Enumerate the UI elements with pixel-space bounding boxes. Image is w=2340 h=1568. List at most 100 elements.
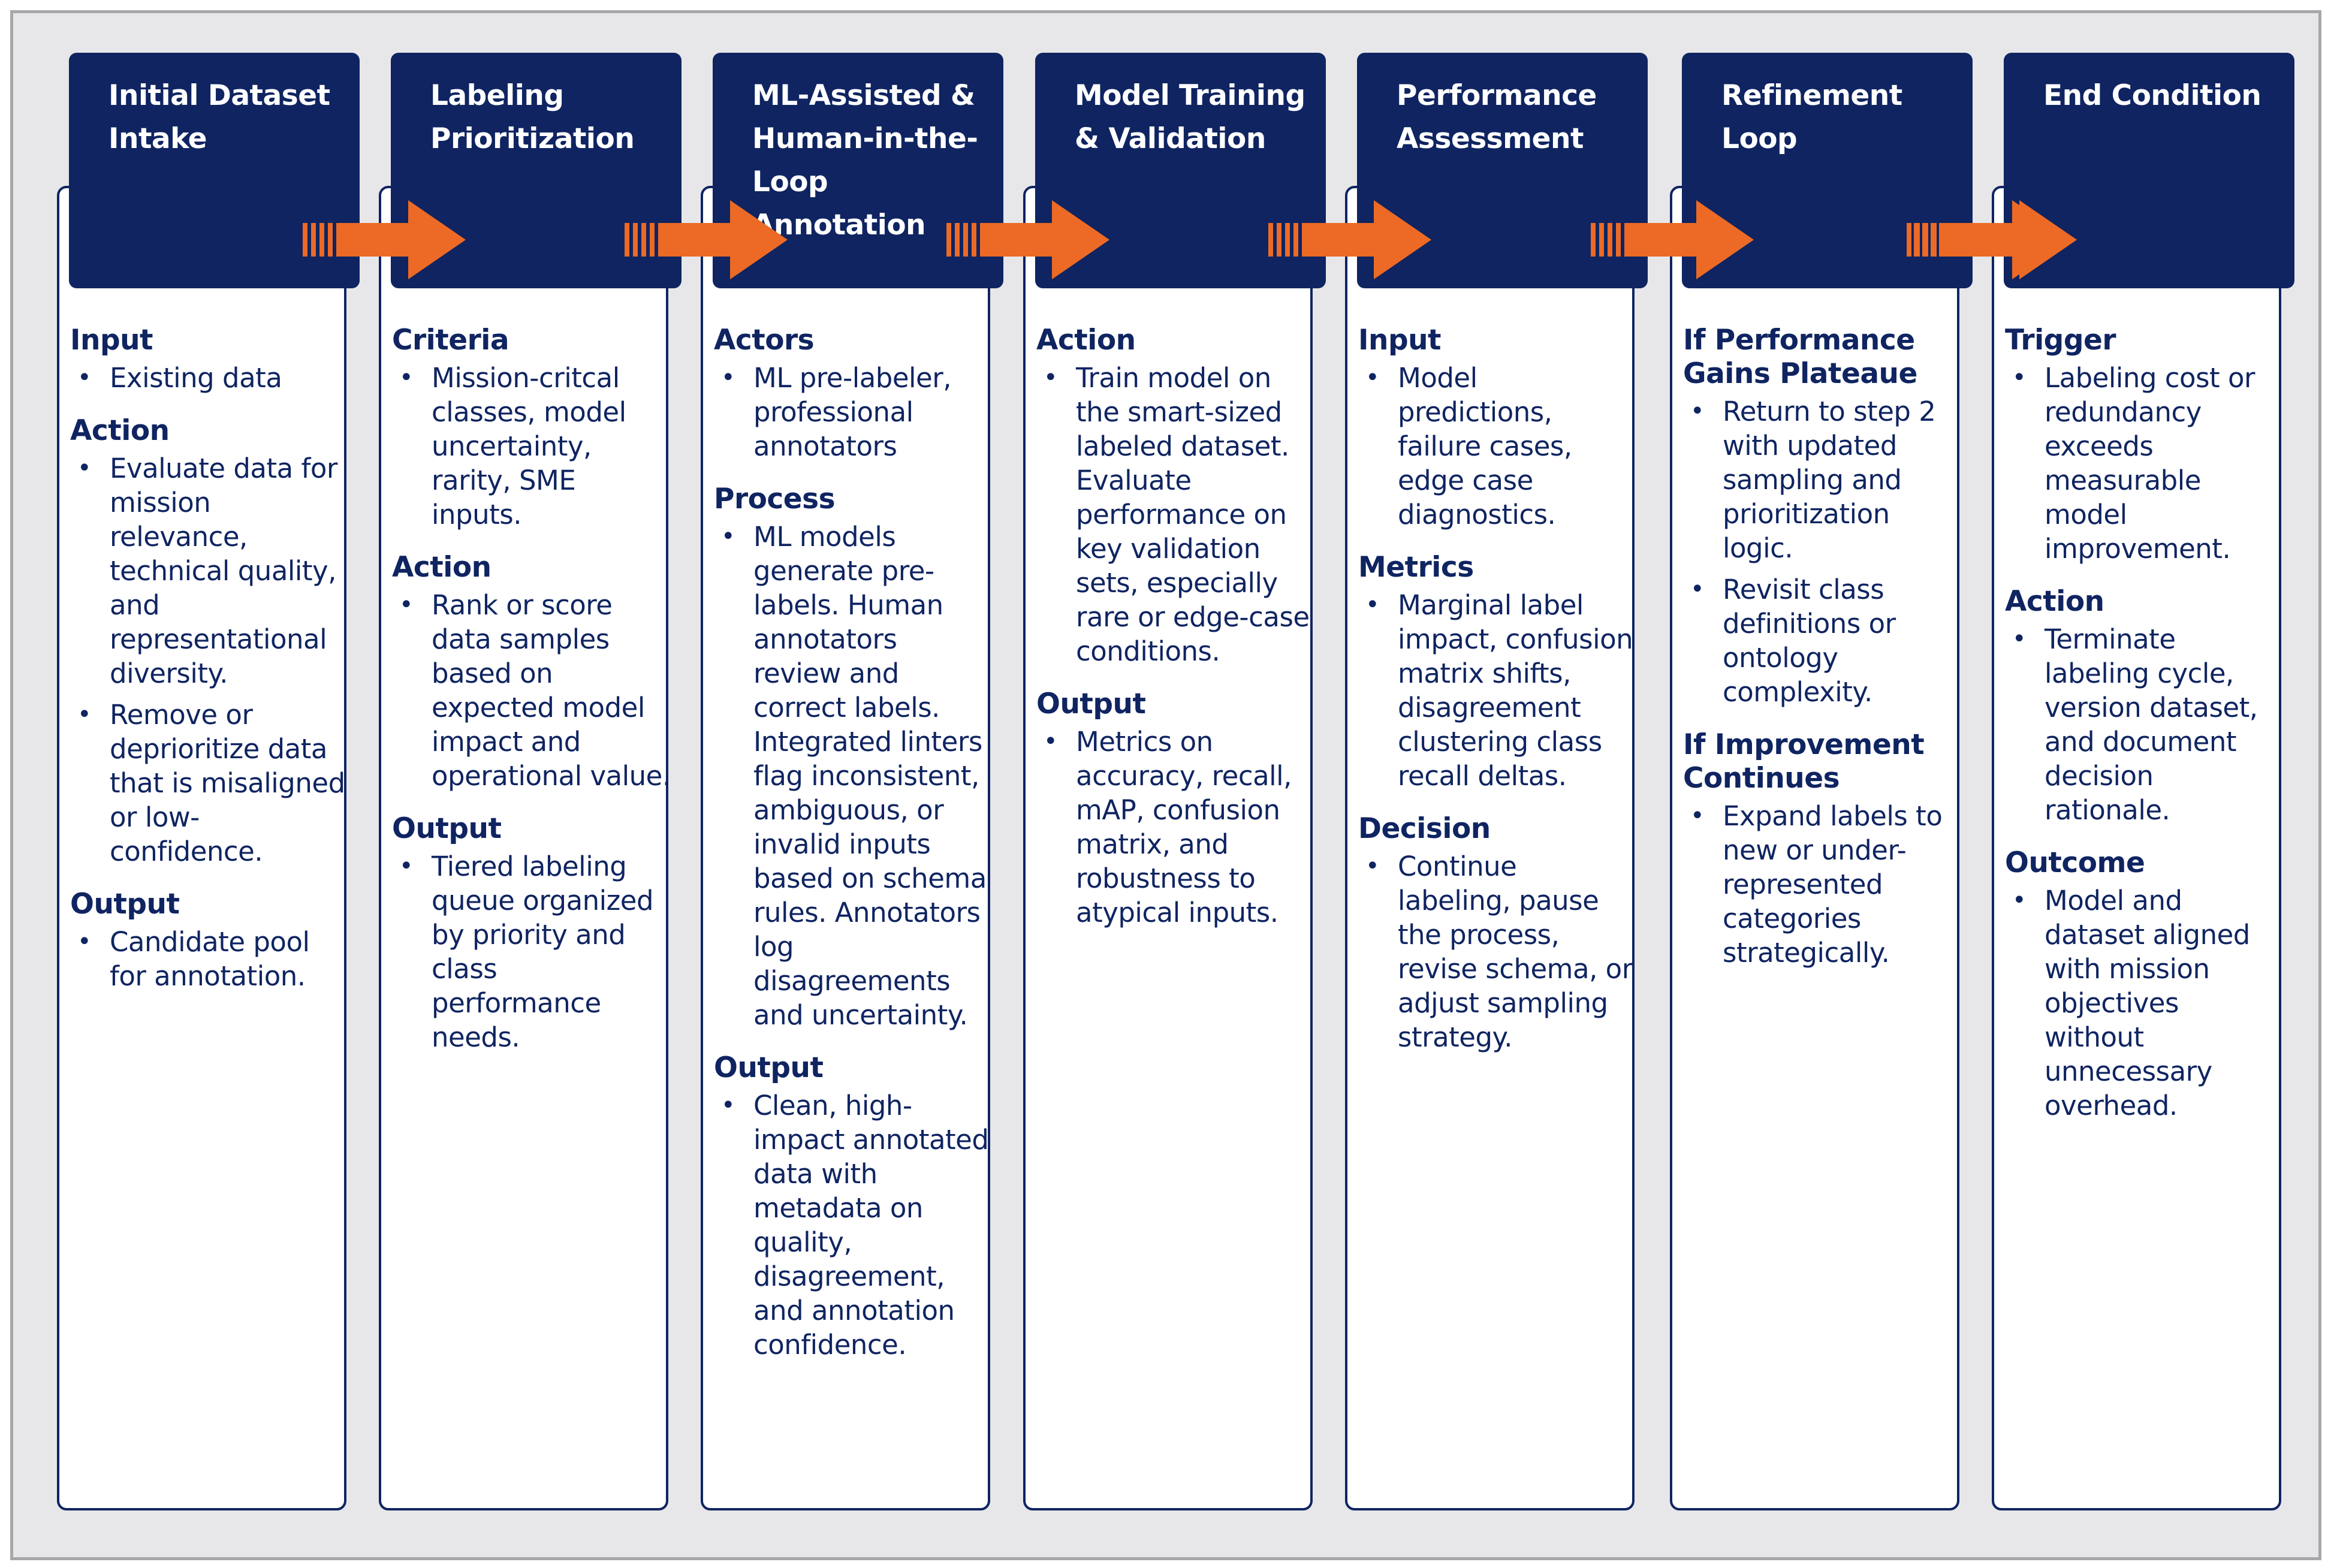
list-item-text: Expand labels to new or under-represente… — [1723, 800, 1943, 969]
list-item-text: Candidate pool for annotation. — [110, 926, 310, 992]
step-section: Actors•ML pre-labeler, professional anno… — [714, 324, 993, 463]
bullet-icon: • — [1365, 852, 1380, 880]
list-item: •Continue labeling, pause the process, r… — [1358, 849, 1637, 1054]
step-body: If Performance Gains Plateaue•Return to … — [1683, 324, 1962, 989]
section-heading: If Improvement Continues — [1683, 728, 1925, 795]
bullet-icon: • — [399, 852, 414, 880]
step-title: ML-Assisted & Human-in-the-Loop Annotati… — [752, 79, 978, 242]
section-heading: Input — [1358, 324, 1442, 357]
step-body: Trigger•Labeling cost or redundancy exce… — [2005, 324, 2284, 1142]
list-item: •Model predictions, failure cases, edge … — [1358, 361, 1637, 532]
bullet-icon: • — [1690, 397, 1705, 425]
bullet-list: •ML models generate pre-labels. Human an… — [714, 520, 993, 1032]
step-card — [379, 186, 668, 1510]
bullet-icon: • — [1690, 575, 1705, 603]
step-card — [57, 186, 346, 1510]
step-section: Action•Train model on the smart-sized la… — [1036, 324, 1315, 668]
flow-arrow-icon — [1268, 200, 1431, 279]
list-item: • Rank or score data samples based on exp… — [392, 588, 671, 793]
bullet-icon: • — [2012, 625, 2027, 653]
bullet-icon: • — [77, 701, 92, 728]
section-heading: If Performance Gains Plateaue — [1683, 324, 1917, 390]
list-item: •Metrics on accuracy, recall, mAP, confu… — [1036, 725, 1315, 930]
step-section: If Performance Gains Plateaue•Return to … — [1683, 324, 1962, 709]
section-heading: Decision — [1358, 812, 1491, 845]
step-title: End Condition — [2043, 79, 2261, 112]
list-item: •ML pre-labeler, professional annotators — [714, 361, 993, 463]
list-item-text: Train model on the smart-sized labeled d… — [1076, 362, 1310, 667]
section-heading: Outcome — [2005, 846, 2145, 879]
step-section: Output • Clean, high-impact annotated data… — [714, 1051, 993, 1362]
step-title: Performance Assessment — [1397, 79, 1597, 155]
list-item: •Terminate labeling cycle, version datas… — [2005, 622, 2284, 827]
bullet-icon: • — [399, 364, 414, 391]
step-section: Decision •Continue labeling, pause the pr… — [1358, 812, 1637, 1054]
bullet-list: •Labeling cost or redundancy exceeds mea… — [2005, 361, 2284, 566]
step-card — [1023, 186, 1313, 1510]
step-section: Process•ML models generate pre-labels. H… — [714, 483, 993, 1032]
list-item-text: Tiered labeling queue organized by prior… — [432, 851, 654, 1053]
bullet-icon: • — [77, 364, 92, 391]
bullet-list: • Existing data — [70, 361, 349, 395]
bullet-icon: • — [77, 928, 92, 955]
bullet-list: •ML pre-labeler, professional annotators — [714, 361, 993, 463]
step-body: Criteria•Mission-critcal classes, model … — [392, 324, 671, 1074]
step-section: Output • Tiered labeling queue organized b… — [392, 812, 671, 1054]
section-heading: Output — [714, 1051, 824, 1084]
step-section: If Improvement Continues • Expand labels t… — [1683, 728, 1962, 970]
section-heading: Action — [392, 551, 491, 584]
step-section: Metrics•Marginal label impact, confusion… — [1358, 551, 1637, 793]
list-item: • Expand labels to new or under-represent… — [1683, 799, 1962, 970]
bullet-icon: • — [1365, 591, 1380, 619]
step-section: Output • Candidate pool for annotation. — [70, 888, 349, 993]
section-heading: Input — [70, 324, 153, 357]
step-section: Criteria•Mission-critcal classes, model … — [392, 324, 671, 532]
section-heading: Output — [392, 812, 502, 845]
step-section: Action • Evaluate data for mission relevan… — [70, 414, 349, 869]
bullet-icon: • — [721, 523, 735, 550]
bullet-list: •Train model on the smart-sized labeled … — [1036, 361, 1315, 668]
section-heading: Output — [70, 888, 180, 921]
bullet-icon: • — [2012, 886, 2027, 914]
bullet-list: • Model and dataset aligned with mission … — [2005, 883, 2284, 1123]
step-card — [1345, 186, 1635, 1510]
flow-arrow-icon — [625, 200, 788, 279]
list-item: • Existing data — [70, 361, 349, 395]
list-item: • Remove or deprioritize data that is mis… — [70, 698, 349, 869]
list-item-text: Existing data — [110, 362, 282, 394]
bullet-list: • Rank or score data samples based on exp… — [392, 588, 671, 793]
bullet-icon: • — [721, 1091, 735, 1119]
bullet-list: • Clean, high-impact annotated data with … — [714, 1088, 993, 1362]
list-item-text: Clean, high-impact annotated data with m… — [753, 1090, 989, 1361]
bullet-list: •Metrics on accuracy, recall, mAP, confu… — [1036, 725, 1315, 930]
bullet-list: •Terminate labeling cycle, version datas… — [2005, 622, 2284, 827]
list-item-text: Model and dataset aligned with mission o… — [2045, 885, 2250, 1121]
bullet-icon: • — [1690, 802, 1705, 830]
section-heading: Output — [1036, 687, 1146, 720]
bullet-list: •Marginal label impact, confusion matrix… — [1358, 588, 1637, 793]
step-body: Actors•ML pre-labeler, professional anno… — [714, 324, 993, 1381]
bullet-icon: • — [77, 454, 92, 482]
list-item-text: Remove or deprioritize data that is misa… — [110, 699, 345, 867]
list-item: • Candidate pool for annotation. — [70, 925, 349, 993]
step-card — [701, 186, 990, 1510]
list-item-text: Rank or score data samples based on expe… — [432, 589, 671, 792]
bullet-icon: • — [1365, 364, 1380, 391]
section-heading: Criteria — [392, 324, 509, 357]
step-card — [1992, 186, 2281, 1510]
list-item: •Revisit class definitions or ontology c… — [1683, 572, 1962, 709]
step-title: Model Training & Validation — [1075, 79, 1305, 155]
section-heading: Action — [70, 414, 170, 447]
flow-arrow-icon — [1907, 200, 2070, 279]
list-item-text: Metrics on accuracy, recall, mAP, confus… — [1076, 726, 1292, 928]
step-section: Input •Model predictions, failure cases, … — [1358, 324, 1637, 532]
flow-arrow-icon — [303, 200, 466, 279]
step-section: Action • Rank or score data samples based … — [392, 551, 671, 793]
list-item-text: Evaluate data for mission relevance, tec… — [110, 453, 337, 689]
bullet-icon: • — [399, 591, 414, 619]
list-item-text: Labeling cost or redundancy exceeds meas… — [2045, 362, 2255, 565]
bullet-list: •Continue labeling, pause the process, r… — [1358, 849, 1637, 1054]
